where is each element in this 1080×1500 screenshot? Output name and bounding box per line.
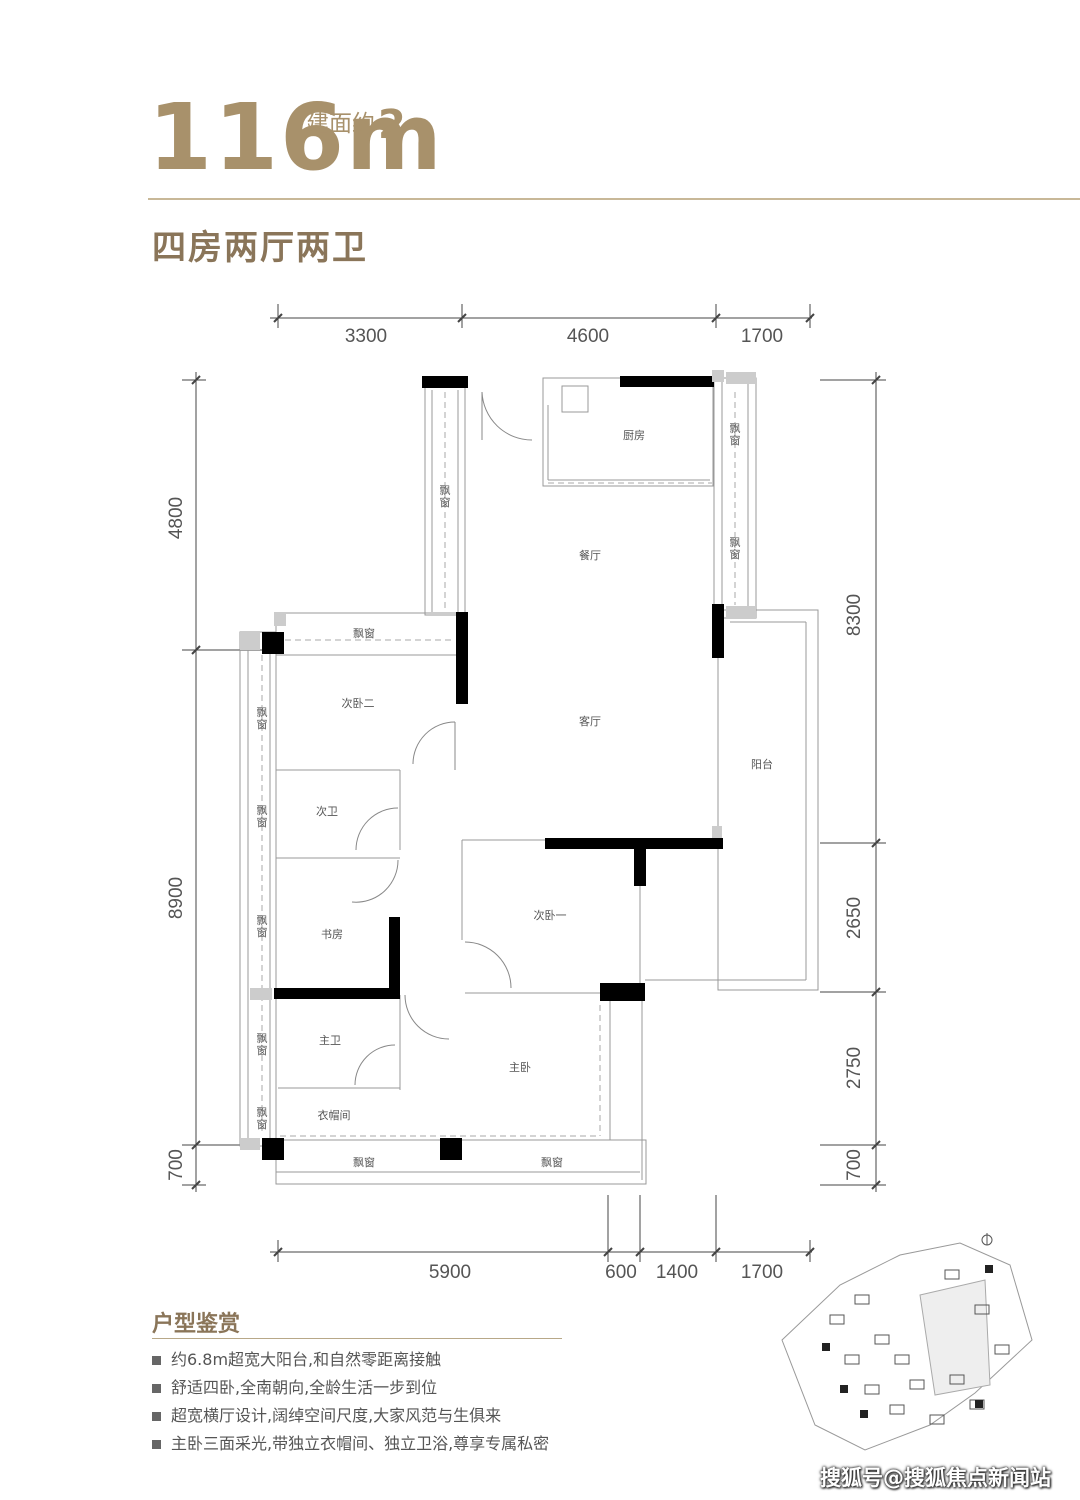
bullet-icon <box>152 1384 161 1393</box>
watermark: 搜狐号@搜狐焦点新闻站 <box>820 1466 1051 1490</box>
feature-item: 主卧三面采光,带独立衣帽间、独立卫浴,尊享专属私密 <box>152 1430 549 1454</box>
dim-top-3: 1700 <box>741 326 783 347</box>
layout-title: 四房两厅两卫 <box>152 228 368 268</box>
dim-left-3: 700 <box>166 1149 187 1181</box>
floor-plan: 3300 4600 1700 5900 600 1400 1700 4800 8… <box>166 304 886 1283</box>
room-study: 书房 <box>321 928 343 941</box>
dim-right-4: 700 <box>844 1149 865 1181</box>
room-closet: 衣帽间 <box>318 1108 351 1122</box>
bay-window-3: 飘窗 <box>541 1155 563 1169</box>
room-bedroom2: 次卧二 <box>342 696 375 710</box>
bullet-icon <box>152 1440 161 1449</box>
room-bedroom1: 次卧一 <box>534 908 567 922</box>
feature-item: 舒适四卧,全南朝向,全龄生活一步到位 <box>152 1374 437 1398</box>
dim-left-1: 4800 <box>166 497 187 539</box>
bay-window-8: 飘窗 <box>257 804 268 829</box>
structural-walls <box>262 376 724 1160</box>
dim-top-2: 4600 <box>567 326 609 347</box>
room-dining: 餐厅 <box>579 548 601 562</box>
features-divider <box>152 1338 562 1339</box>
feature-item: 超宽横厅设计,阔绰空间尺度,大家风范与生俱来 <box>152 1402 501 1426</box>
room-kitchen: 厨房 <box>623 429 645 442</box>
dimension-lines <box>182 304 886 1262</box>
feature-item: 约6.8m超宽大阳台,和自然零距离接触 <box>152 1346 441 1370</box>
bay-window-2: 飘窗 <box>353 1155 375 1169</box>
dim-right-1: 8300 <box>844 594 865 636</box>
dim-top-1: 3300 <box>345 326 387 347</box>
features-title: 户型鉴赏 <box>152 1312 241 1337</box>
bay-window-9: 飘窗 <box>257 914 268 939</box>
bay-window-4: 飘窗 <box>440 484 451 509</box>
site-map <box>781 1233 1033 1451</box>
room-master-bath: 主卫 <box>319 1034 341 1047</box>
dim-bottom-4: 1700 <box>741 1262 783 1283</box>
dim-right-2: 2650 <box>844 897 865 939</box>
area-number: 116m <box>148 84 444 191</box>
bay-window-1: 飘窗 <box>353 626 375 640</box>
dim-left-2: 8900 <box>166 877 187 919</box>
dim-bottom-2: 600 <box>605 1262 637 1283</box>
room-living: 客厅 <box>579 714 601 728</box>
bullet-icon <box>152 1412 161 1421</box>
bullet-icon <box>152 1356 161 1365</box>
bay-window-6: 飘窗 <box>730 536 741 561</box>
door-swings <box>351 391 533 1086</box>
area-prefix: 建面约 <box>306 111 375 137</box>
room-master: 主卧 <box>509 1061 531 1074</box>
area-superscript: 2 <box>378 102 406 148</box>
dim-bottom-1: 5900 <box>429 1262 471 1283</box>
compass-icon <box>981 1233 993 1246</box>
bay-window-5: 飘窗 <box>730 422 741 447</box>
header-divider <box>148 198 1080 200</box>
dim-right-3: 2750 <box>844 1047 865 1089</box>
bay-window-10: 飘窗 <box>257 1032 268 1057</box>
bay-window-11: 飘窗 <box>257 1106 268 1131</box>
bay-window-7: 飘窗 <box>257 706 268 731</box>
room-balcony: 阳台 <box>751 757 773 771</box>
dim-bottom-3: 1400 <box>656 1262 698 1283</box>
room-bath2: 次卫 <box>316 804 338 818</box>
